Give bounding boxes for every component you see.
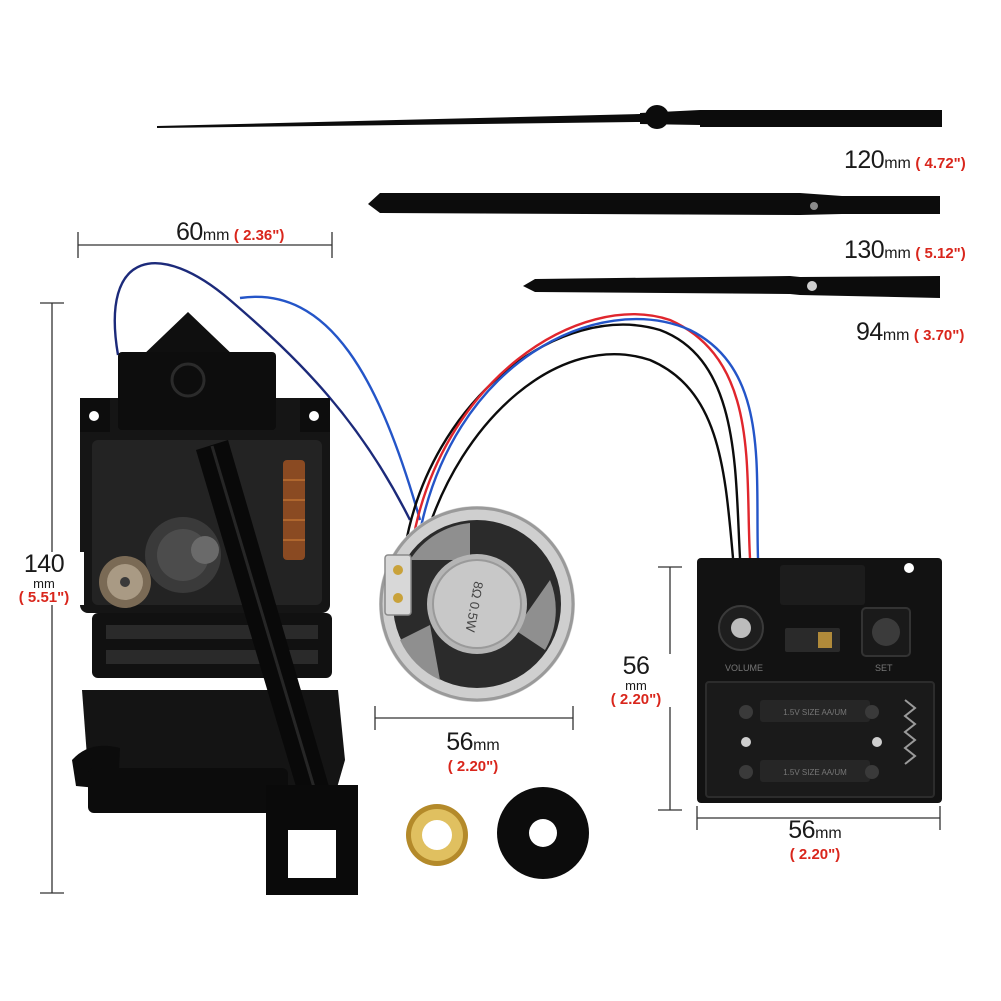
movement-width-dimension: 60mm ( 2.36") <box>176 218 284 247</box>
second-hand-mm: 120 <box>844 146 885 174</box>
speaker-width-mm: 56 <box>446 728 474 756</box>
battery-label-bottom: 1.5V SIZE AA/UM <box>783 768 847 777</box>
second-hand-unit: mm <box>884 155 911 172</box>
movement-height-inch: ( 5.51") <box>18 589 70 606</box>
set-label: SET <box>875 663 893 673</box>
minute-hand-inch: ( 5.12") <box>915 245 966 262</box>
second-hand <box>157 105 942 129</box>
hour-hand-unit: mm <box>882 327 910 344</box>
pendulum-movement <box>72 312 358 895</box>
speaker-width-dimension: 56mm ( 2.20") <box>418 728 528 775</box>
battery-label-top: 1.5V SIZE AA/UM <box>783 708 847 717</box>
movement-height-dimension: 140 mm ( 5.51") <box>4 552 84 605</box>
control-box-width-mm: 56 <box>788 816 816 844</box>
movement-width-unit: mm <box>202 227 230 244</box>
control-box-width-dimension: 56mm ( 2.20") <box>760 816 870 863</box>
wires <box>113 262 760 559</box>
control-box: VOLUME SET 1.5V SIZE AA/UM 1.5V SIZE AA/… <box>697 558 942 803</box>
minute-hand-unit: mm <box>884 245 911 262</box>
hour-hand-mm: 94 <box>856 318 883 346</box>
control-box-width-unit: mm <box>815 825 842 842</box>
minute-hand-dimension: 130mm ( 5.12") <box>844 236 966 265</box>
movement-width-mm: 60 <box>176 218 203 246</box>
movement-height-mm: 140 <box>23 550 65 578</box>
control-box-height-unit: mm <box>625 678 647 693</box>
hour-hand-dimension: 94mm ( 3.70") <box>856 318 964 347</box>
second-hand-dimension: 120mm ( 4.72") <box>844 146 966 175</box>
hour-hand <box>523 276 940 298</box>
minute-hand-mm: 130 <box>844 236 885 264</box>
brass-grommet <box>406 804 468 866</box>
volume-label: VOLUME <box>725 663 763 673</box>
movement-width-inch: ( 2.36") <box>233 227 285 244</box>
control-box-height-mm: 56 <box>622 652 650 680</box>
control-box-height-inch: ( 2.20") <box>610 691 662 708</box>
hour-hand-inch: ( 3.70") <box>913 327 965 344</box>
second-hand-inch: ( 4.72") <box>915 155 966 172</box>
speaker: 8Ω 0.5W <box>379 506 575 702</box>
control-box-height-dimension: 56 mm ( 2.20") <box>596 654 676 707</box>
speaker-width-unit: mm <box>473 737 500 754</box>
minute-hand <box>368 193 940 215</box>
rubber-washer <box>497 787 589 879</box>
control-box-width-inch: ( 2.20") <box>789 846 841 863</box>
movement-height-unit: mm <box>33 576 55 591</box>
speaker-width-inch: ( 2.20") <box>447 758 499 775</box>
